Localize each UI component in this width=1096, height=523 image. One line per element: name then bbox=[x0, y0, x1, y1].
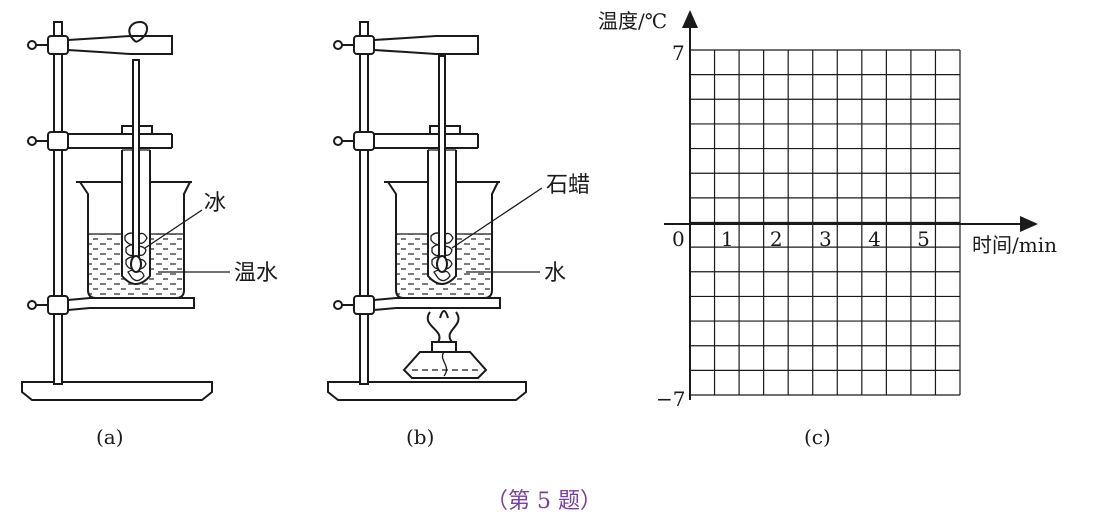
middle-clamp-a bbox=[27, 125, 173, 151]
label-warm-water: 温水 bbox=[234, 261, 278, 286]
y-max-label: 7 bbox=[672, 41, 685, 65]
caption-b: (b) bbox=[406, 425, 434, 449]
thermometer-a bbox=[128, 20, 148, 273]
x-tick-label: 5 bbox=[917, 227, 930, 251]
leader-paraffin bbox=[451, 187, 543, 249]
label-water: 水 bbox=[544, 261, 566, 286]
middle-clamp-b bbox=[333, 125, 479, 151]
x-tick-label: 4 bbox=[868, 227, 881, 251]
apparatus-a: 冰 温水 (a) bbox=[21, 20, 278, 449]
thermometer-b bbox=[436, 55, 448, 273]
support-ring-b bbox=[333, 295, 501, 315]
stand-base-b bbox=[327, 381, 527, 401]
x-axis-label: 时间/min bbox=[972, 233, 1057, 257]
apparatus-b: 石蜡 水 (b) bbox=[327, 21, 590, 449]
graph-c: 温度/℃ 时间/min 7 −7 0 1 2 3 4 5 (c) bbox=[598, 9, 1057, 449]
label-paraffin: 石蜡 bbox=[546, 173, 590, 198]
stand-rod-b bbox=[359, 21, 369, 385]
stand-base-a bbox=[21, 381, 213, 401]
leader-ice bbox=[144, 209, 203, 249]
grid-lines bbox=[689, 49, 961, 396]
stand-rod-a bbox=[53, 21, 63, 385]
caption-c: (c) bbox=[804, 425, 831, 449]
x-tick-label: 3 bbox=[819, 227, 832, 251]
label-ice: 冰 bbox=[204, 191, 226, 216]
caption-a: (a) bbox=[96, 425, 124, 449]
origin-label: 0 bbox=[672, 227, 685, 251]
x-tick-label: 2 bbox=[770, 227, 783, 251]
y-min-label: −7 bbox=[656, 387, 685, 411]
top-clamp-a bbox=[27, 35, 173, 55]
x-tick-labels: 1 2 3 4 5 bbox=[721, 227, 930, 251]
alcohol-lamp bbox=[402, 310, 488, 379]
top-clamp-b bbox=[333, 35, 479, 55]
y-axis-label: 温度/℃ bbox=[598, 9, 667, 33]
support-ring-a bbox=[27, 295, 195, 315]
x-tick-label: 1 bbox=[721, 227, 734, 251]
question-caption: （第 5 题） bbox=[486, 489, 602, 514]
